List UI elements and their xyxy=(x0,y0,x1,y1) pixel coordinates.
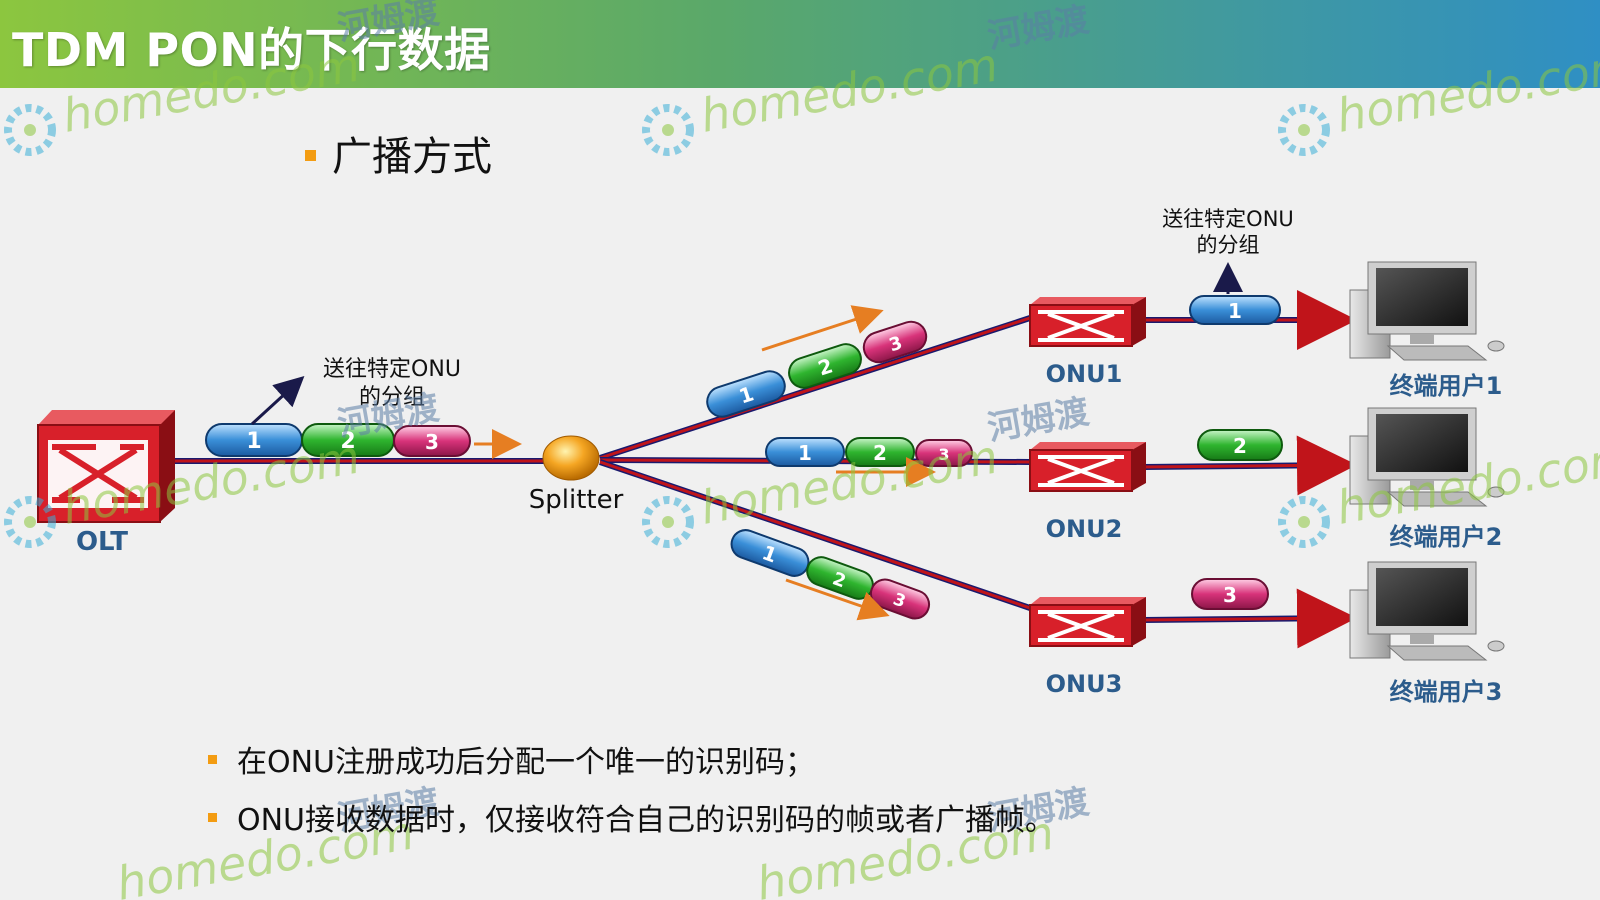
branch2-packets: 1 2 3 xyxy=(765,437,973,467)
branch1-direction-arrow xyxy=(761,305,884,352)
user3-packet: 3 xyxy=(1191,578,1269,610)
onu1-label: ONU1 xyxy=(1046,360,1123,388)
computer-icon xyxy=(1349,261,1505,361)
packet-2-label: 2 xyxy=(340,429,355,454)
bullet-marker xyxy=(208,755,217,764)
bullet-item: 在ONU注册成功后分配一个唯一的识别码； xyxy=(208,737,1055,781)
branch3-direction-arrow xyxy=(785,578,890,621)
packet-3-label: 3 xyxy=(425,430,439,454)
left-note-line1: 送往特定ONU xyxy=(323,357,461,382)
user1-packet: 1 xyxy=(1189,295,1281,325)
bullet-list: 在ONU注册成功后分配一个唯一的识别码； ONU接收数据时，仅接收符合自己的识别… xyxy=(208,737,1055,853)
computer-icon xyxy=(1349,561,1505,661)
user2-packet: 2 xyxy=(1197,429,1283,461)
watermark-site: homedo.com xyxy=(1333,37,1600,142)
onu2-device xyxy=(1029,442,1146,492)
subtitle-text: 广播方式 xyxy=(332,134,492,180)
subtitle: 广播方式 xyxy=(305,124,492,182)
user3-label: 终端用户3 xyxy=(1390,678,1503,706)
bullet-text: ONU接收数据时，仅接收符合自己的识别码的帧或者广播帧。 xyxy=(237,803,1056,838)
slide-title: TDM PON的下行数据 xyxy=(12,23,491,77)
user2-packet-label: 2 xyxy=(1233,434,1247,458)
olt-device xyxy=(37,410,175,523)
watermark-brand: 河姆渡 xyxy=(985,392,1092,449)
olt-label: OLT xyxy=(76,527,128,557)
title-bar: TDM PON的下行数据 xyxy=(0,0,1600,88)
watermark-site: homedo.com xyxy=(59,37,364,142)
computer-icon xyxy=(1349,407,1505,507)
branch3-packet-3: 3 xyxy=(869,578,931,620)
splitter-node xyxy=(542,435,600,481)
splitter-label: Splitter xyxy=(529,485,624,515)
left-note-arrow xyxy=(250,375,305,426)
packet-1-label: 1 xyxy=(246,429,261,454)
watermark-brand: 河姆渡 xyxy=(335,0,442,49)
watermark-site: homedo.com xyxy=(697,37,1002,142)
watermark-brand: 河姆渡 xyxy=(985,0,1092,57)
right-note-line2: 的分组 xyxy=(1197,233,1260,257)
user1-packet-label: 1 xyxy=(1228,299,1242,323)
trunk-packets: 1 2 3 xyxy=(205,423,471,457)
branch3-packet-2: 2 xyxy=(806,556,874,600)
branch1-packet-2: 2 xyxy=(788,343,862,389)
onu1-device xyxy=(1029,297,1146,347)
onu3-label: ONU3 xyxy=(1046,670,1123,698)
bullet-marker xyxy=(208,813,217,822)
onu2-label: ONU2 xyxy=(1046,515,1123,543)
bullet-text: 在ONU注册成功后分配一个唯一的识别码； xyxy=(237,745,816,780)
branch2-packet-3-label: 3 xyxy=(938,445,949,464)
branch2-packet-1-label: 1 xyxy=(798,441,812,465)
branch1-packets: 1 xyxy=(706,370,786,418)
bullet-item: ONU接收数据时，仅接收符合自己的识别码的帧或者广播帧。 xyxy=(208,795,1055,839)
onu3-device xyxy=(1029,597,1146,647)
branch3-packet-1: 1 xyxy=(730,529,810,577)
branch1-packet-3-label: 3 xyxy=(887,332,905,356)
left-note-line2: 的分组 xyxy=(359,385,425,410)
user2-label: 终端用户2 xyxy=(1390,523,1503,551)
branch2-packet-2-label: 2 xyxy=(873,441,887,465)
bullet-marker xyxy=(305,149,316,161)
right-note-line1: 送往特定ONU xyxy=(1162,207,1294,231)
user1-label: 终端用户1 xyxy=(1390,372,1503,400)
user3-packet-label: 3 xyxy=(1223,583,1237,607)
